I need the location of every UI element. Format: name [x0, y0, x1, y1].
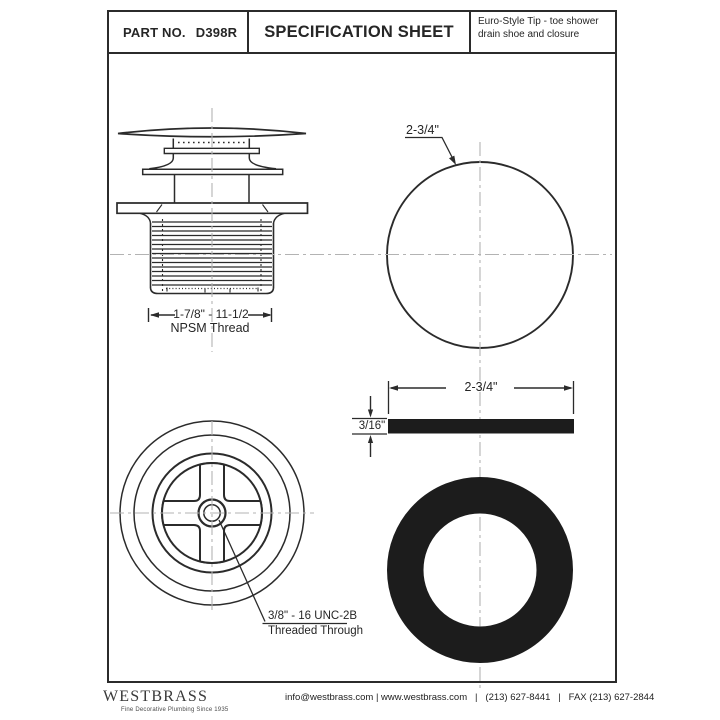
sheet-title-cell: SPECIFICATION SHEET — [249, 12, 471, 52]
sheet-title: SPECIFICATION SHEET — [264, 22, 454, 41]
callout-thread-spec: 3/8" - 16 UNC-2B — [268, 610, 358, 622]
dim-label-washer-thickness: 3/16" — [358, 420, 386, 432]
dim-label-washer-width: 2-3/4" — [464, 380, 498, 394]
part-number: D398R — [195, 24, 238, 40]
part-number-cell: PART NO. D398R — [109, 12, 249, 52]
dim-label-thread-type: NPSM Thread — [170, 321, 250, 335]
title-block: PART NO. D398R SPECIFICATION SHEET Euro-… — [109, 12, 615, 54]
westbrass-logo: WESTBRASS — [103, 688, 209, 705]
product-description: Euro-Style Tip - toe shower drain shoe a… — [478, 16, 599, 40]
dim-label-top-diameter: 2-3/4" — [406, 123, 439, 137]
brand-tagline: Fine Decorative Plumbing Since 1935 — [121, 707, 229, 713]
dim-label-thread-size: 1-7/8" - 11-1/2 — [173, 307, 249, 321]
part-label: PART NO. — [123, 24, 186, 40]
callout-thread-note: Threaded Through — [268, 625, 364, 637]
sheet-border: PART NO. D398R SPECIFICATION SHEET Euro-… — [107, 10, 617, 683]
description-cell: Euro-Style Tip - toe shower drain shoe a… — [471, 12, 615, 52]
contact-info-line: info@westbrass.com | www.westbrass.com |… — [285, 692, 655, 703]
